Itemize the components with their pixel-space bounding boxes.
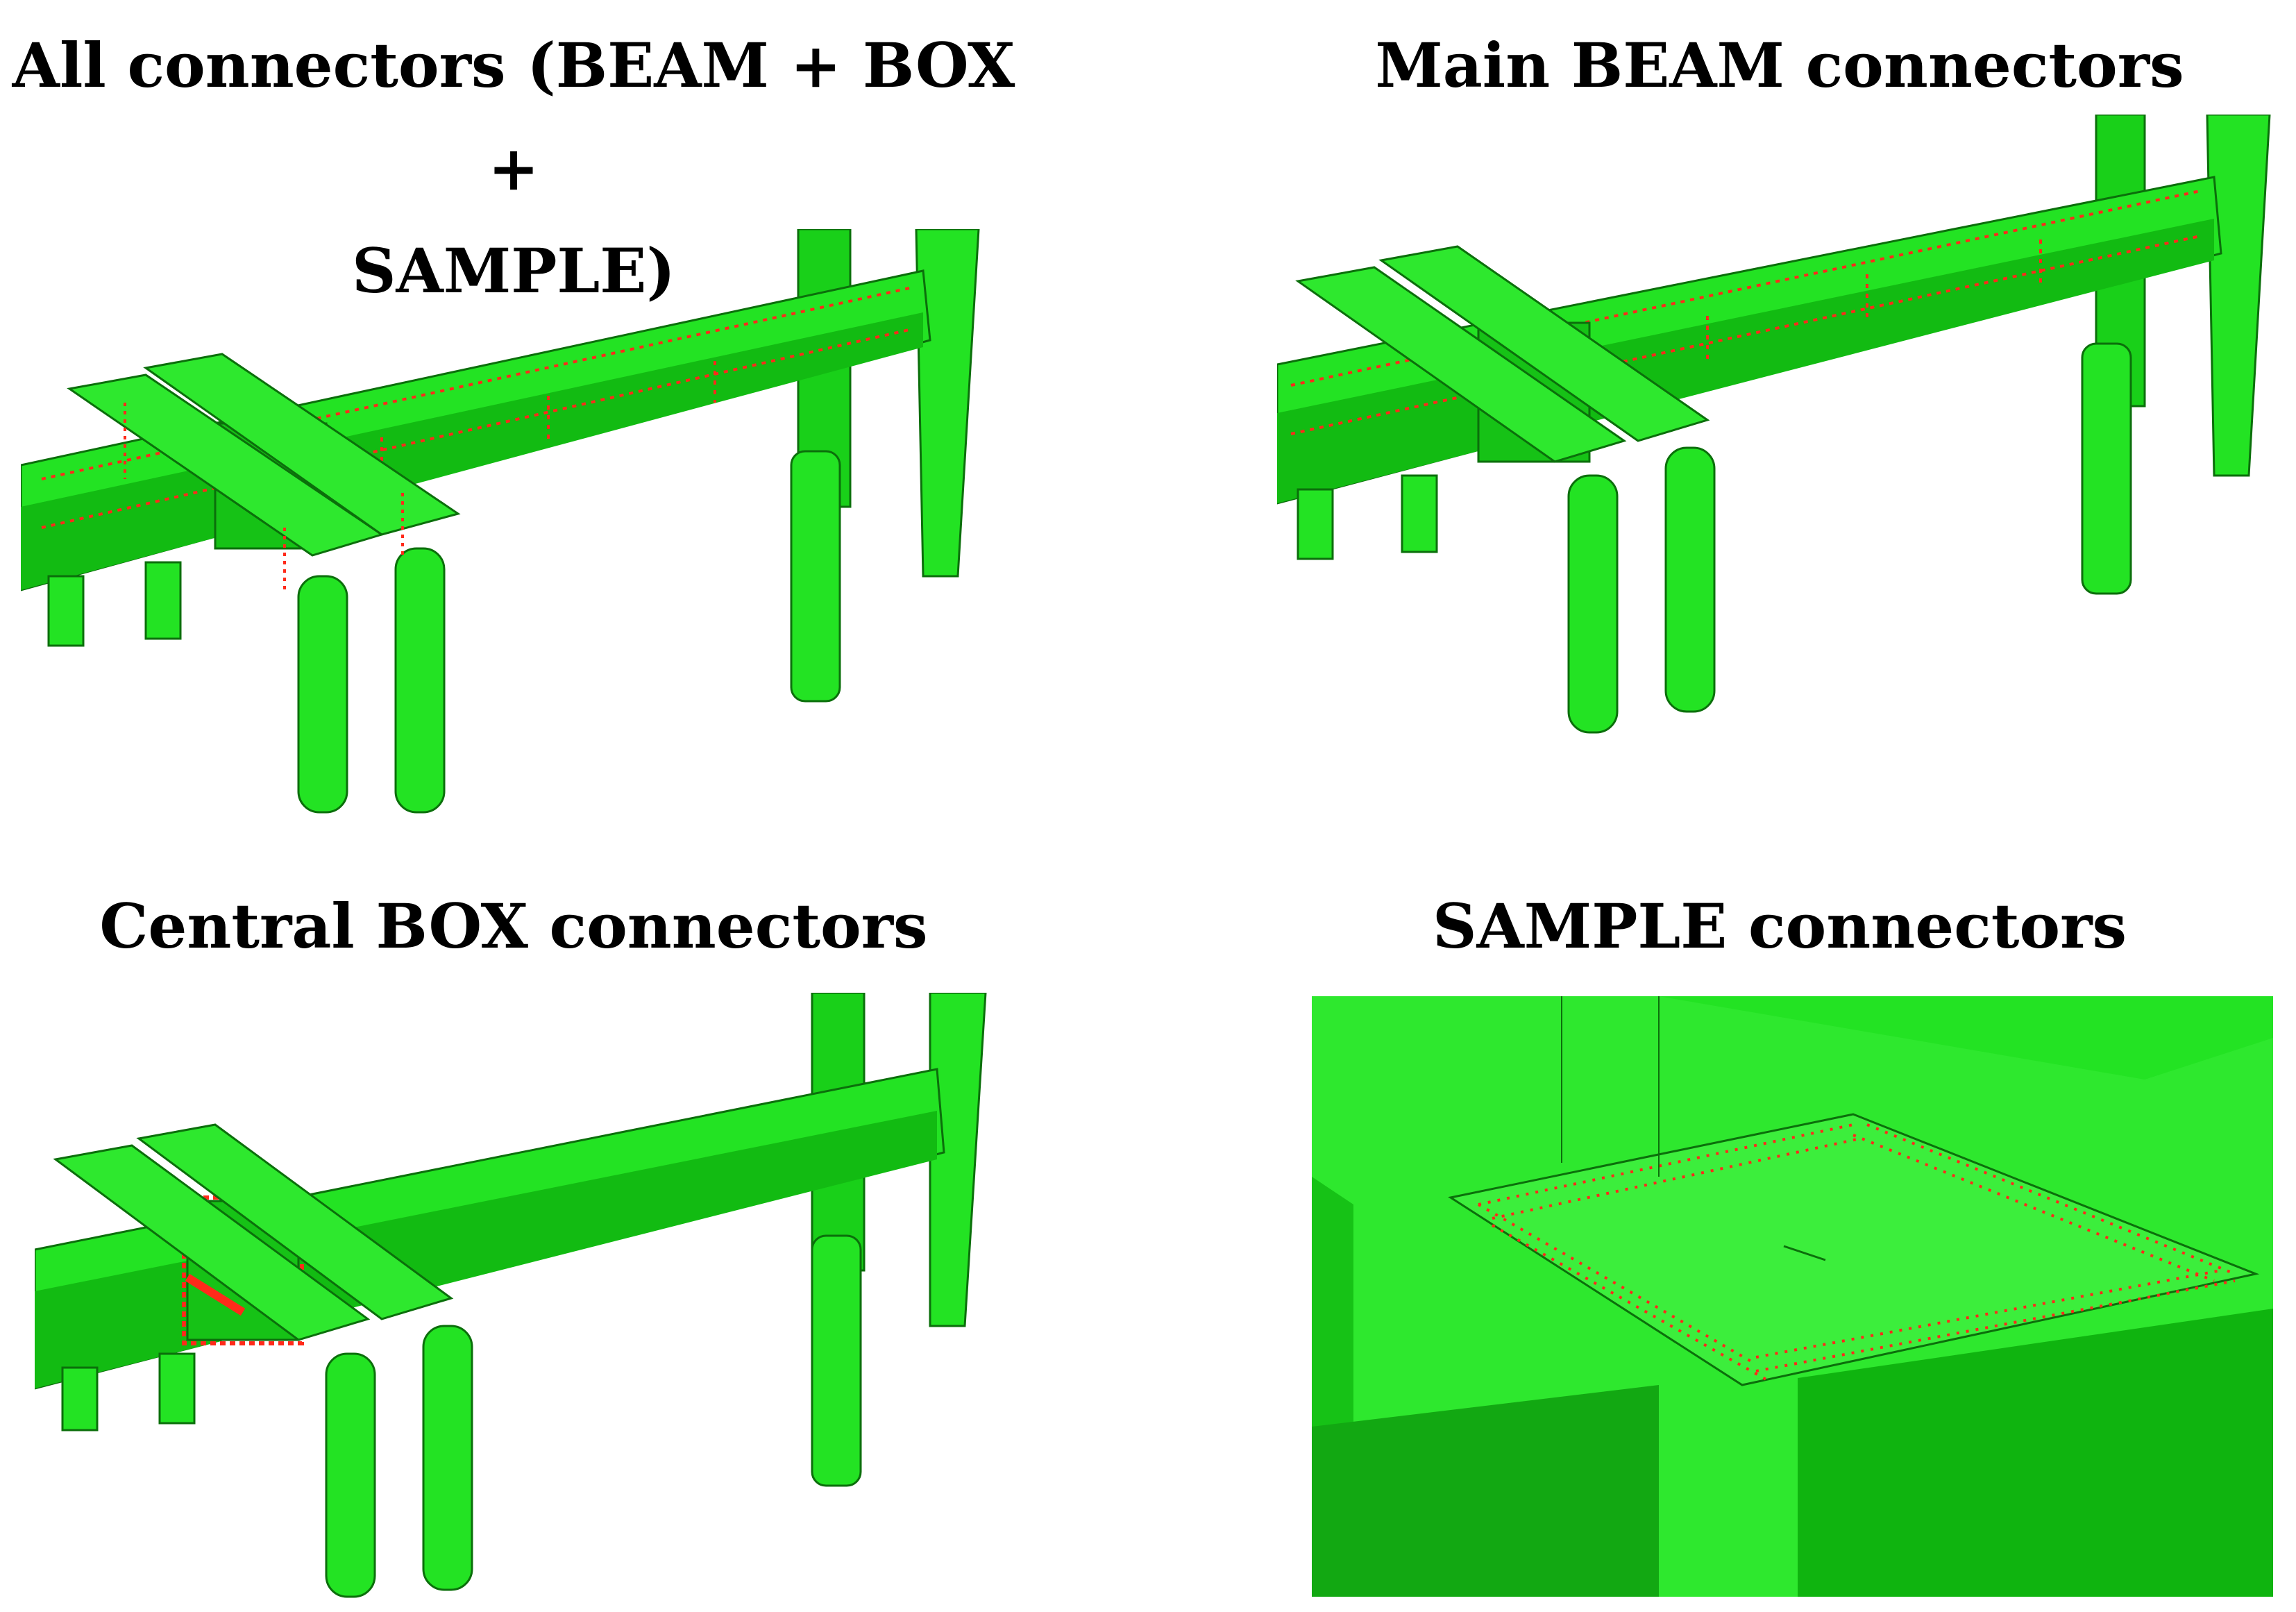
sample-connectors [1478,1123,2236,1383]
leg-back-left [61,1366,99,1432]
leg-front-left [1567,474,1619,734]
column-right [929,993,987,1327]
cross-beam-right [136,1123,454,1320]
panel-title: SAMPLE connectors [1432,890,2127,962]
leg-back-mid [1401,474,1438,553]
leg-front-right [394,547,446,814]
cross-beam-left [53,1144,371,1341]
sample-closeup-illustration [1312,996,2273,1597]
panel-title: Central BOX connectors [99,890,928,962]
leg-back-left [1297,488,1334,560]
leg-front-left [325,1352,376,1598]
panel-title: All connectors (BEAM + BOX + SAMPLE) [0,14,1027,322]
leg-far [790,450,841,703]
cross-beam-left [1295,266,1627,463]
leg-back-mid [144,561,182,640]
model-render-all [21,229,1006,819]
box-cavity [1798,1309,2273,1597]
center-mark [1783,1245,1826,1261]
beam-assembly-illustration [21,229,980,814]
leg-front-right [1664,446,1716,713]
panel-beam-connectors: Main BEAM connectors [1263,0,2296,826]
panel-all-connectors: All connectors (BEAM + BOX + SAMPLE) [0,0,1027,826]
leg-back-left [47,575,85,647]
cross-beam-right [143,353,461,536]
beam-assembly-illustration [35,993,987,1598]
panel-box-connectors: Central BOX connectors [0,854,1027,1612]
leg-far [2081,342,2132,595]
title-line-1: All connectors (BEAM + BOX + [12,29,1015,204]
model-render-sample [1312,996,2273,1597]
column-right [2206,115,2271,477]
cavity-left [1312,1385,1659,1597]
leg-back-mid [158,1352,196,1425]
column-right [915,229,980,578]
leg-front-right [422,1325,473,1591]
model-render-beam [1277,115,2284,739]
leg-far [811,1234,862,1487]
sample-plate [1448,1113,2260,1386]
leg-front-left [297,575,348,814]
model-render-box [35,993,1006,1604]
panel-sample-connectors: SAMPLE connectors [1263,854,2296,1612]
cross-beam-right [1378,245,1710,442]
beam-connectors [1290,190,2201,435]
box-connectors [124,403,404,590]
panel-title: Main BEAM connectors [1375,29,2184,101]
beam-assembly-illustration [1277,115,2271,734]
title-line-2: SAMPLE) [352,235,675,307]
